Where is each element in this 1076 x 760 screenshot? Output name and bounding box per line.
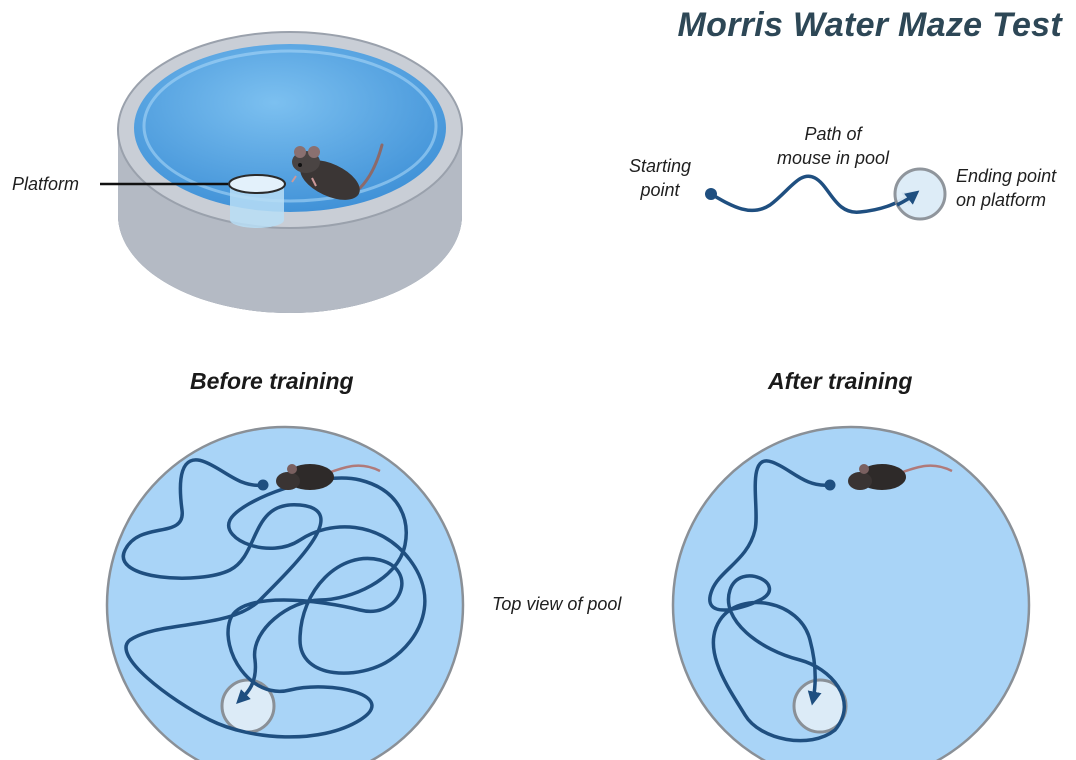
- start-dot-icon: [825, 480, 836, 491]
- starting-point-label: Starting point: [612, 154, 708, 202]
- start-dot-icon: [258, 480, 269, 491]
- pool-3d-illustration: [100, 32, 462, 313]
- path-legend: [705, 169, 945, 219]
- legend-path-line: [711, 176, 912, 212]
- pool-before-training: [107, 427, 463, 760]
- path-of-mouse-label: Path of mouse in pool: [768, 122, 898, 170]
- before-training-heading: Before training: [190, 368, 354, 395]
- platform-label: Platform: [12, 172, 79, 196]
- pool-after-training: [673, 427, 1029, 760]
- after-training-heading: After training: [768, 368, 912, 395]
- ending-point-label: Ending point on platform: [956, 164, 1056, 212]
- page-title: Morris Water Maze Test: [652, 6, 1062, 45]
- top-view-label: Top view of pool: [492, 592, 621, 616]
- platform-marker: [895, 169, 945, 219]
